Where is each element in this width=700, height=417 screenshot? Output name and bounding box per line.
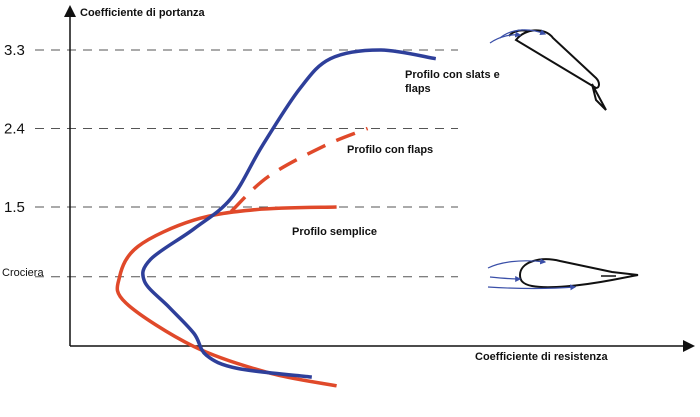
- gridlines: [35, 49, 458, 278]
- series-layer: [115, 48, 437, 388]
- series-line-2: [115, 205, 337, 388]
- series-label-slats-flaps: Profilo con slats e: [405, 69, 500, 81]
- series-label-slats-flaps-2: flaps: [405, 83, 431, 95]
- x-axis-title: Coefficiente di resistenza: [475, 351, 609, 363]
- airfoil-slats-flaps-icon: [489, 29, 607, 111]
- series-line-0: [141, 48, 437, 379]
- series-line-1: [229, 126, 369, 213]
- y-tick-label-1: 2.4: [4, 121, 25, 138]
- y-axis-title: Coefficiente di portanza: [80, 7, 206, 19]
- y-tick-label-3: Crociera: [2, 267, 44, 279]
- series-label-flaps: Profilo con flaps: [347, 144, 433, 156]
- y-tick-label-2: 1.5: [4, 199, 25, 216]
- airfoil-plain-icon: [487, 258, 639, 291]
- y-tick-label-0: 3.3: [4, 42, 25, 59]
- series-label-plain: Profilo semplice: [292, 226, 377, 238]
